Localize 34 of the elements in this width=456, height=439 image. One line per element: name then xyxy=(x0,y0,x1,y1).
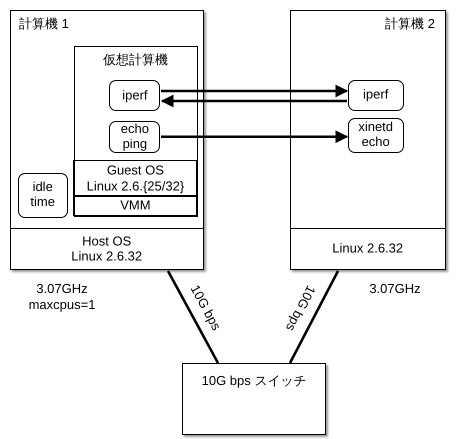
box-label: Linux 2.6.32 xyxy=(331,241,404,256)
box-label: 10G bps スイッチ xyxy=(200,374,308,389)
box-label: echo ping xyxy=(120,122,150,152)
switch-box xyxy=(182,363,326,435)
box-label: xinetd echo xyxy=(357,120,394,150)
box-label: VMM xyxy=(119,198,152,214)
program-box xyxy=(348,80,404,111)
arrow xyxy=(160,94,347,108)
program-box xyxy=(109,121,160,154)
spec-label: 3.07GHz xyxy=(36,282,88,297)
program-box xyxy=(348,118,404,153)
spec-label: 3.07GHz xyxy=(369,282,421,297)
os-layer-box xyxy=(73,160,198,196)
box-label: iperf xyxy=(121,88,149,104)
idle-time-box xyxy=(18,172,68,218)
box-label: Guest OS xyxy=(106,162,164,178)
box-label: Linux 2.6.{25/32} xyxy=(86,178,184,194)
box-label: Host OS xyxy=(82,233,132,248)
box-heading: 仮想計算機 xyxy=(102,52,170,68)
box-label: idle time xyxy=(29,180,56,210)
virtual-machine-box xyxy=(74,46,198,217)
box-heading: 計算機 2 xyxy=(385,17,435,32)
box-label: Linux 2.6.32 xyxy=(71,248,142,264)
box-heading: 計算機 1 xyxy=(19,17,69,32)
link-line xyxy=(288,270,340,364)
program-box xyxy=(109,80,160,112)
vmm-layer-box xyxy=(73,196,198,216)
computer-box xyxy=(290,10,446,270)
arrow xyxy=(161,130,348,144)
arrow xyxy=(161,84,348,98)
computer-box xyxy=(10,10,204,270)
box-label: iperf xyxy=(362,88,390,103)
link-line xyxy=(166,270,220,364)
spec-label: maxcpus=1 xyxy=(28,298,96,313)
